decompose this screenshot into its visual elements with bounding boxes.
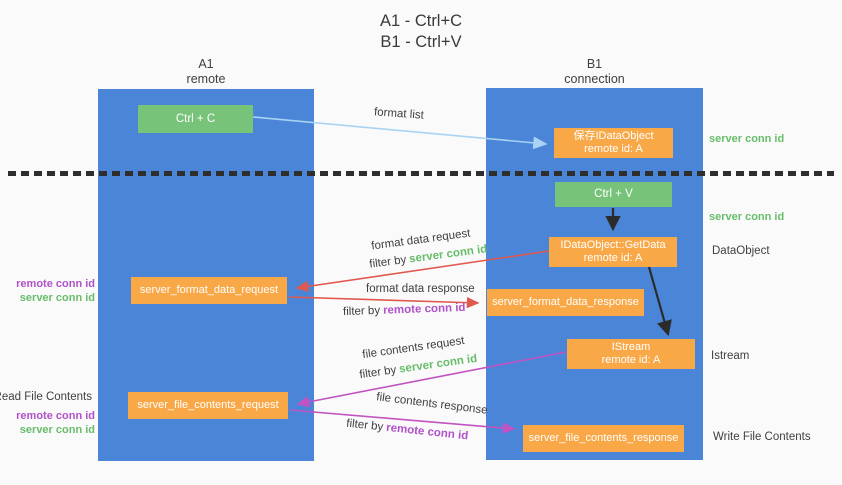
istream-line2: remote id: A — [601, 354, 661, 366]
istream-line1: IStream — [611, 341, 651, 353]
dataobject-label: DataObject — [712, 245, 770, 257]
title-line-2: B1 - Ctrl+V — [380, 33, 462, 51]
ctrl-c-label: Ctrl + C — [175, 112, 216, 125]
server-file-contents-response-box: server_file_contents_response — [523, 425, 684, 452]
save-idataobject-line2: remote id: A — [584, 143, 643, 155]
title-line-1: A1 - Ctrl+C — [379, 12, 463, 30]
save-idataobject-line1: 保存IDataObject — [573, 130, 654, 142]
session-divider-line — [8, 171, 834, 176]
server-format-data-request-label: server_format_data_request — [139, 284, 279, 296]
remote-conn-id-label: remote conn id — [16, 410, 95, 422]
server-file-contents-request-label: server_file_contents_request — [137, 399, 279, 411]
format-data-response-label: format data response — [366, 283, 475, 295]
column-b1-role: connection — [564, 72, 625, 86]
server-conn-id-top-label: server conn id — [709, 133, 785, 145]
file-contents-response-arrow — [289, 409, 516, 434]
ctrl-v-label: Ctrl + V — [594, 188, 633, 200]
server-conn-id-mid-label: server conn id — [709, 211, 785, 223]
save-idataobject-box: 保存IDataObject remote id: A — [554, 128, 673, 158]
server-format-data-response-box: server_format_data_response — [487, 289, 644, 316]
istream-side-label: Istream — [711, 350, 750, 362]
column-a1-name: A1 — [198, 57, 214, 71]
server-conn-id-label: server conn id — [19, 292, 95, 304]
format-request-conn-ids: remote conn id server conn id — [13, 277, 95, 305]
server-format-data-response-label: server_format_data_response — [492, 296, 639, 308]
server-file-contents-response-label: server_file_contents_response — [528, 432, 679, 444]
istream-box: IStream remote id: A — [567, 339, 695, 369]
file-contents-request-arrow — [296, 351, 567, 408]
idataobject-getdata-box: IDataObject::GetData remote id: A — [549, 237, 677, 267]
getdata-line1: IDataObject::GetData — [560, 239, 666, 251]
column-b1-name: B1 — [586, 57, 603, 71]
format-data-request-arrow — [295, 250, 550, 292]
server-format-data-request-box: server_format_data_request — [131, 277, 287, 304]
format-list-arrow — [252, 116, 548, 150]
ctrl-v-box: Ctrl + V — [555, 182, 672, 207]
read-file-contents-label: Read File Contents — [0, 391, 92, 403]
getdata-line2: remote id: A — [583, 252, 643, 264]
ctrl-c-box: Ctrl + C — [138, 105, 253, 133]
column-a1-role: remote — [186, 72, 226, 86]
write-file-contents-label: Write File Contents — [713, 431, 811, 443]
getdata-to-istream-arrow — [647, 266, 672, 337]
server-file-contents-request-box: server_file_contents_request — [128, 392, 288, 419]
file-request-conn-ids: remote conn id server conn id — [13, 409, 95, 437]
remote-conn-id-label: remote conn id — [16, 278, 95, 290]
filter-by-text: filter by — [342, 304, 381, 319]
column-header-b1: B1 connection — [486, 57, 703, 87]
diagram-title: A1 - Ctrl+C B1 - Ctrl+V — [0, 11, 842, 53]
format-data-response-arrow — [288, 296, 480, 309]
server-conn-id-label: server conn id — [19, 424, 95, 436]
column-header-a1: A1 remote — [98, 57, 314, 87]
